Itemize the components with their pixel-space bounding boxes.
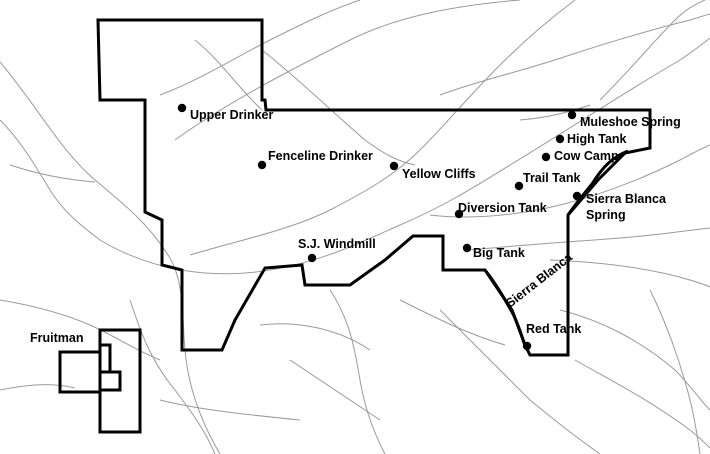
stream-line xyxy=(469,227,710,251)
stream-line xyxy=(329,289,386,454)
stream-line xyxy=(429,144,710,218)
muleshoe-spring-label: Muleshoe Spring xyxy=(580,115,681,129)
big-tank-label: Big Tank xyxy=(473,246,525,260)
muleshoe-spring-marker xyxy=(567,110,577,120)
stream-line xyxy=(129,299,216,454)
main-allotment-boundary xyxy=(96,18,652,357)
high-tank-label: High Tank xyxy=(567,132,627,146)
stream-line xyxy=(559,309,710,411)
sierra-blanca-spring-label-line2: Spring xyxy=(586,208,626,222)
stream-line xyxy=(399,299,506,346)
stream-line xyxy=(439,13,710,96)
cow-camp-marker xyxy=(541,152,551,162)
stream-line xyxy=(519,104,591,121)
sj-windmill-marker xyxy=(307,253,317,263)
stream-line xyxy=(0,299,161,361)
stream-line xyxy=(174,0,521,141)
stream-line xyxy=(0,384,76,391)
fenceline-drinker-label: Fenceline Drinker xyxy=(268,149,373,163)
allotment-boundaries xyxy=(58,18,652,434)
upper-drinker-marker xyxy=(177,103,187,113)
stream-line xyxy=(289,359,381,421)
fruitman-connector xyxy=(100,343,112,372)
red-tank-marker xyxy=(522,341,532,351)
sierra-blanca-spring-label-line1: Sierra Blanca xyxy=(586,192,667,206)
stream-line xyxy=(574,359,710,449)
stream-line xyxy=(194,39,263,111)
stream-line xyxy=(649,289,701,454)
stream-line xyxy=(261,49,416,166)
cow-camp-label: Cow Camp xyxy=(554,149,619,163)
trail-tank-marker xyxy=(514,181,524,191)
stream-line xyxy=(549,259,710,288)
stream-line xyxy=(0,119,101,241)
big-tank-marker xyxy=(462,243,472,253)
site-labels: Upper Drinker Fenceline Drinker Yellow C… xyxy=(30,108,681,345)
diversion-tank-label: Diversion Tank xyxy=(458,201,547,215)
sierra-blanca-spring-marker xyxy=(572,191,582,201)
sierra-blanca-spring-highlight xyxy=(566,149,629,216)
stream-line xyxy=(259,323,371,351)
stream-line xyxy=(189,0,576,256)
yellow-cliffs-label: Yellow Cliffs xyxy=(402,167,476,181)
upper-drinker-label: Upper Drinker xyxy=(190,108,273,122)
high-tank-marker xyxy=(555,134,565,144)
stream-line xyxy=(599,0,706,101)
stream-line xyxy=(439,309,601,454)
yellow-cliffs-marker xyxy=(389,161,399,171)
stream-line xyxy=(159,399,301,421)
site-markers xyxy=(177,103,582,351)
fruitman-parcel-right xyxy=(98,328,142,434)
fenceline-drinker-marker xyxy=(257,160,267,170)
sierra-blanca-creek-highlight xyxy=(483,269,528,349)
diversion-tank-marker xyxy=(454,209,464,219)
red-tank-label: Red Tank xyxy=(526,322,581,336)
stream-line xyxy=(0,61,221,454)
trail-tank-label: Trail Tank xyxy=(523,171,580,185)
stream-line xyxy=(99,37,710,275)
sj-windmill-label: S.J. Windmill xyxy=(298,237,376,251)
stream-line xyxy=(159,0,361,96)
fruitman-label: Fruitman xyxy=(30,331,83,345)
stream-line xyxy=(9,164,96,183)
